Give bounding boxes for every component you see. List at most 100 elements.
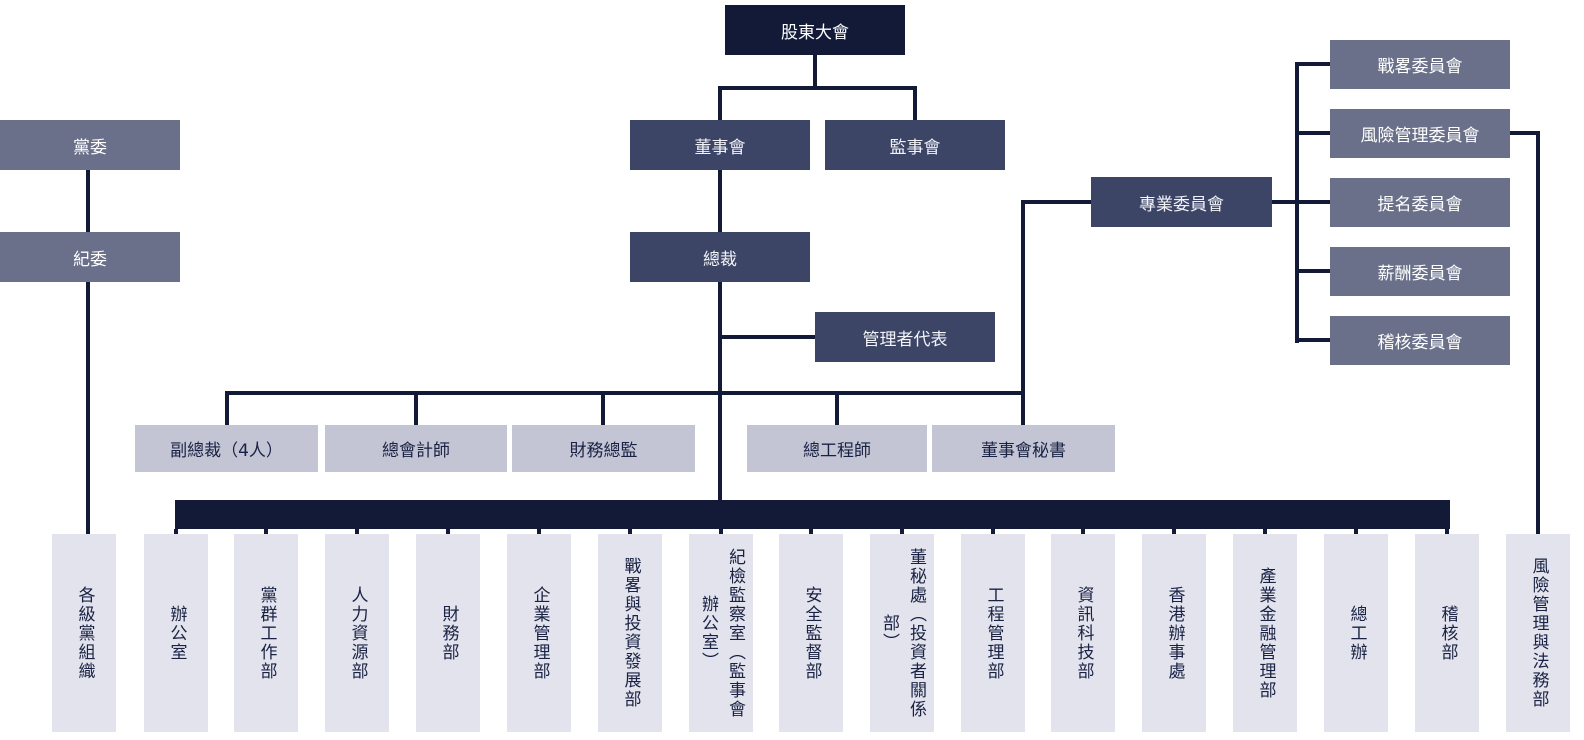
dept-label: 紀檢監察室（監事會辦公室） xyxy=(698,547,745,719)
node-label: 管理者代表 xyxy=(862,329,948,350)
node-party-committee: 黨委 xyxy=(0,120,180,170)
node-special-committees: 專業委員會 xyxy=(1091,177,1272,227)
connector-stub xyxy=(1295,200,1330,204)
node-board-secretary: 董事會秘書 xyxy=(932,425,1115,472)
connector-board-president xyxy=(718,170,722,232)
dept-office: 辦公室 xyxy=(144,534,208,732)
connector-stub xyxy=(1081,529,1085,534)
dept-risk-legal: 風險管理與法務部 xyxy=(1506,534,1570,732)
node-board-of-directors: 董事會 xyxy=(630,120,810,170)
dept-label: 辦公室 xyxy=(166,604,187,662)
department-bus-bar xyxy=(175,500,1450,529)
node-label: 股東大會 xyxy=(781,22,849,43)
dept-label: 人力資源部 xyxy=(347,585,368,681)
connector-stub xyxy=(1263,529,1267,534)
node-label: 總會計師 xyxy=(382,441,450,461)
connector-discipline-dept xyxy=(86,282,90,534)
node-discipline-committee: 紀委 xyxy=(0,232,180,282)
connector-stub xyxy=(1172,529,1176,534)
connector-stub xyxy=(414,391,418,425)
dept-party-mass-work: 黨群工作部 xyxy=(234,534,298,732)
connector-stub xyxy=(809,529,813,534)
node-label: 紀委 xyxy=(73,249,107,270)
dept-finance: 財務部 xyxy=(416,534,480,732)
connector-committees-down xyxy=(1021,200,1025,425)
dept-label: 香港辦事處 xyxy=(1164,585,1185,681)
dept-label: 各級黨組織 xyxy=(74,585,95,681)
dept-label: 產業金融管理部 xyxy=(1255,566,1276,700)
dept-party-organizations: 各級黨組織 xyxy=(52,534,116,732)
dept-label: 稽核部 xyxy=(1437,604,1458,662)
dept-label: 戰畧與投資發展部 xyxy=(620,557,641,709)
node-risk-management-committee: 風險管理委員會 xyxy=(1330,109,1510,158)
connector-stub xyxy=(1445,529,1449,534)
node-nomination-committee: 提名委員會 xyxy=(1330,178,1510,227)
dept-human-resources: 人力資源部 xyxy=(325,534,389,732)
node-management-representative: 管理者代表 xyxy=(815,312,995,362)
dept-discipline-inspection: 紀檢監察室（監事會辦公室） xyxy=(689,534,753,732)
connector-to-mgmt-rep xyxy=(720,335,815,339)
connector-stub xyxy=(1354,529,1358,534)
connector-stub xyxy=(601,391,605,425)
connector-risk-right xyxy=(1510,131,1540,135)
connector-to-board xyxy=(718,86,722,120)
node-vice-presidents: 副總裁（4人） xyxy=(135,425,318,472)
node-strategy-committee: 戰畧委員會 xyxy=(1330,40,1510,89)
connector-stub xyxy=(1295,131,1330,135)
node-label: 稽核委員會 xyxy=(1377,333,1463,353)
node-label: 薪酬委員會 xyxy=(1377,264,1463,284)
dept-label: 董秘處（投資者關係部） xyxy=(879,547,926,719)
node-chief-accountant: 總會計師 xyxy=(325,425,507,472)
dept-label: 黨群工作部 xyxy=(256,585,277,681)
connector-stub xyxy=(446,529,450,534)
node-supervisory-board: 監事會 xyxy=(825,120,1005,170)
dept-label: 財務部 xyxy=(438,604,459,662)
connector-top-rail xyxy=(718,86,917,90)
dept-engineering-management: 工程管理部 xyxy=(961,534,1025,732)
connector-shareholders-down xyxy=(813,55,817,88)
node-label: 專業委員會 xyxy=(1139,194,1224,215)
dept-label: 工程管理部 xyxy=(983,585,1004,681)
dept-label: 企業管理部 xyxy=(529,585,550,681)
connector-party-discipline xyxy=(86,170,90,232)
dept-safety-supervision: 安全監督部 xyxy=(779,534,843,732)
node-label: 風險管理委員會 xyxy=(1360,126,1480,146)
connector-risk-down xyxy=(1536,131,1540,534)
connector-stub xyxy=(719,529,723,534)
dept-enterprise-management: 企業管理部 xyxy=(507,534,571,732)
connector-stub xyxy=(225,391,229,425)
node-label: 戰畧委員會 xyxy=(1377,57,1463,77)
dept-strategy-investment: 戰畧與投資發展部 xyxy=(598,534,662,732)
dept-chief-engineer-office: 總工辦 xyxy=(1324,534,1388,732)
dept-label: 資訊科技部 xyxy=(1073,585,1094,681)
connector-stub xyxy=(991,529,995,534)
node-shareholders-meeting: 股東大會 xyxy=(725,5,905,55)
connector-stub xyxy=(628,529,632,534)
connector-stub xyxy=(835,391,839,425)
connector-stub xyxy=(1295,62,1330,66)
dept-label: 安全監督部 xyxy=(801,585,822,681)
node-label: 提名委員會 xyxy=(1377,195,1463,215)
connector-exec-rail xyxy=(225,391,1025,395)
dept-label: 總工辦 xyxy=(1346,604,1367,662)
connector-stub xyxy=(355,529,359,534)
node-label: 董事會 xyxy=(694,137,746,158)
connector-stub xyxy=(900,529,904,534)
node-president: 總裁 xyxy=(630,232,810,282)
connector-stub xyxy=(537,529,541,534)
connector-to-supervisory xyxy=(913,86,917,120)
dept-hongkong-office: 香港辦事處 xyxy=(1142,534,1206,732)
connector-stub xyxy=(174,529,178,534)
node-remuneration-committee: 薪酬委員會 xyxy=(1330,247,1510,296)
node-label: 副總裁（4人） xyxy=(170,441,283,461)
dept-industrial-finance: 產業金融管理部 xyxy=(1233,534,1297,732)
node-label: 董事會秘書 xyxy=(981,441,1066,461)
dept-board-secretary-office: 董秘處（投資者關係部） xyxy=(870,534,934,732)
connector-committees-right xyxy=(1272,200,1299,204)
node-label: 財務總監 xyxy=(569,441,638,461)
connector-stub xyxy=(1295,269,1330,273)
node-audit-committee: 稽核委員會 xyxy=(1330,316,1510,365)
dept-label: 風險管理與法務部 xyxy=(1528,557,1549,709)
dept-information-technology: 資訊科技部 xyxy=(1051,534,1115,732)
dept-audit: 稽核部 xyxy=(1415,534,1479,732)
